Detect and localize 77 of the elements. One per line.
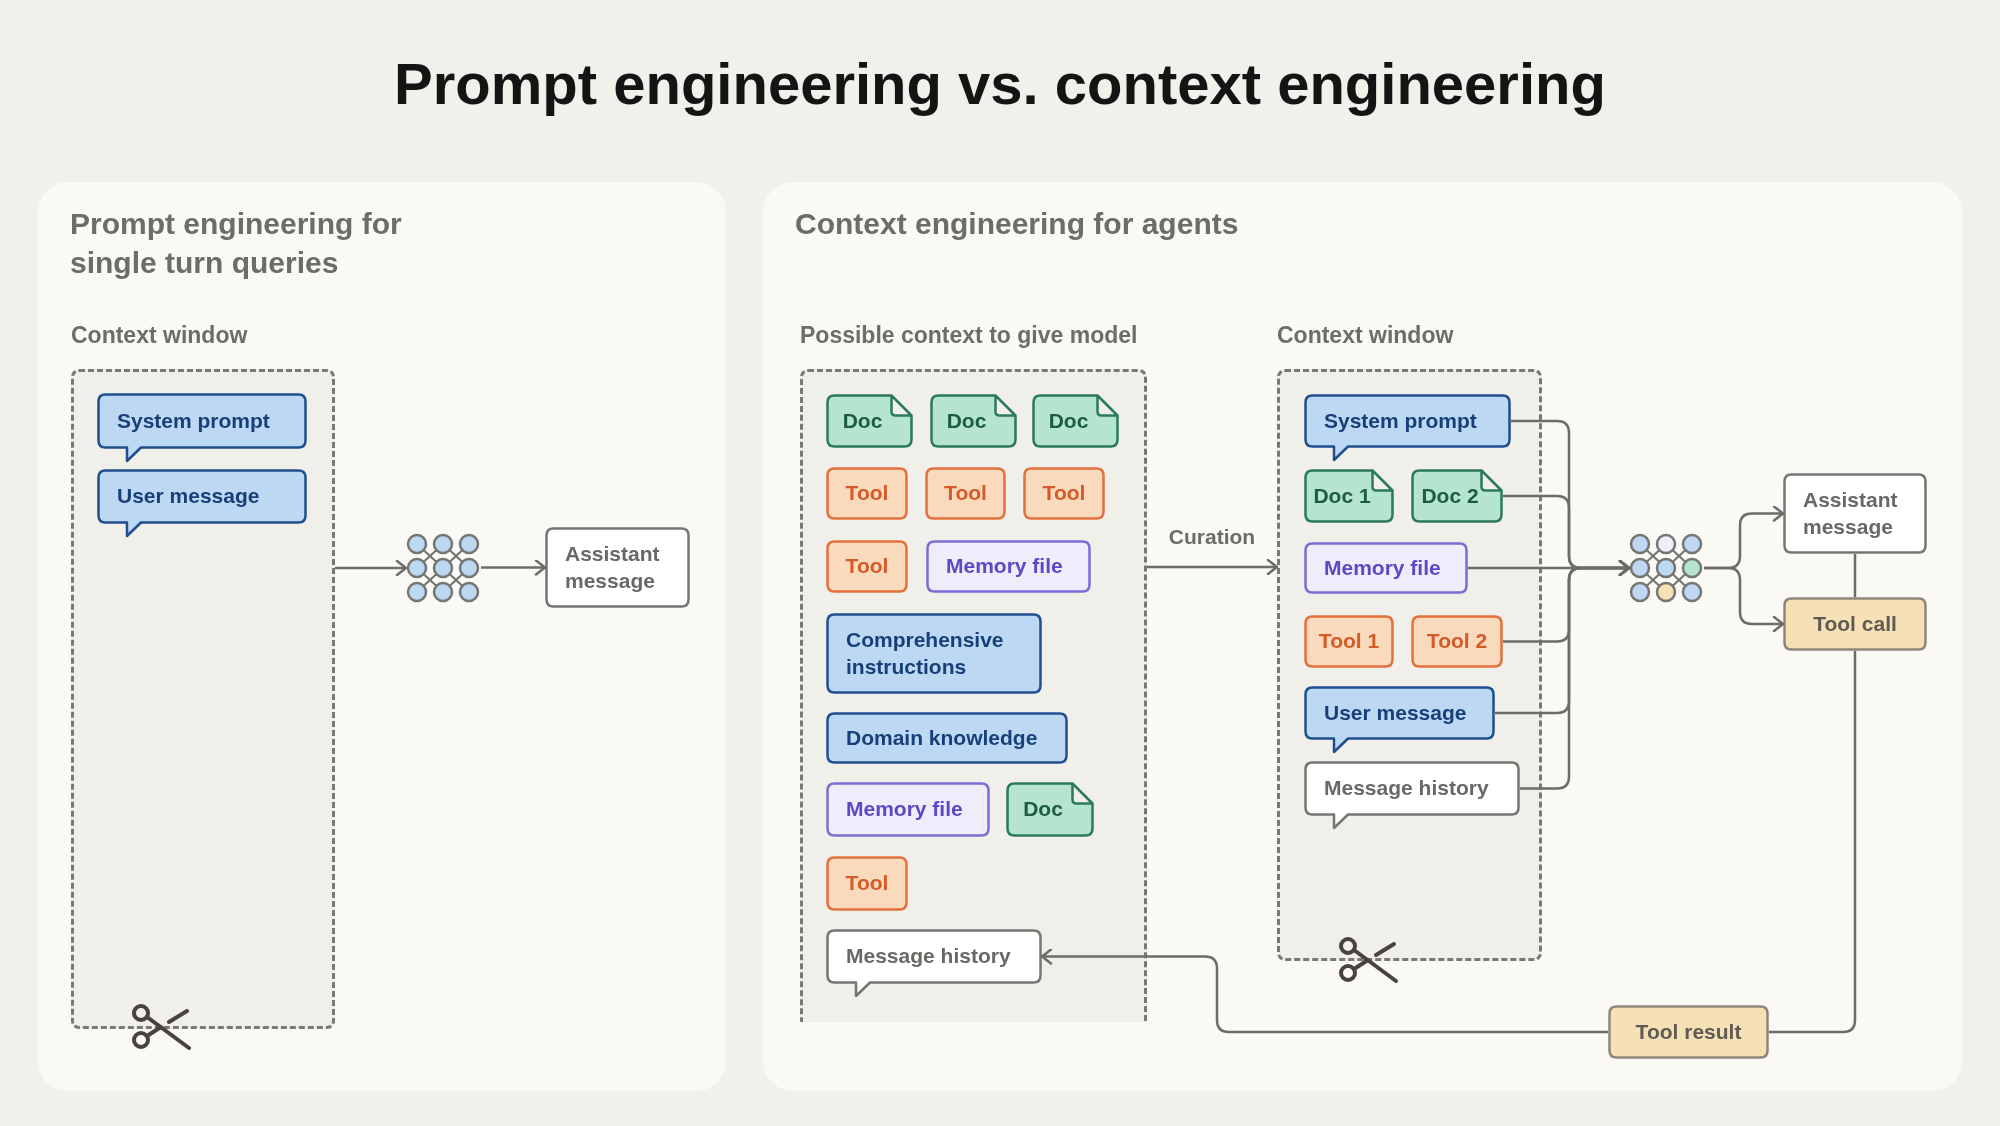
panel-heading: Context engineering for agents [795,206,1240,242]
arrow [1520,559,1631,790]
node-label: Memory file [1324,554,1442,581]
document-card [1411,469,1503,523]
node-label: Doc 2 [1420,482,1480,509]
node-label: Assistant message [1803,487,1899,540]
message-box [545,527,690,608]
tool-chip [925,467,1006,520]
node-label: User message [1324,699,1468,726]
instruction-block [826,613,1042,694]
connector-line [1853,554,1857,597]
tool-chip [826,540,908,593]
document-card [826,394,913,448]
node-label: Doc [1022,796,1064,823]
node-label: Assistant message [565,541,661,594]
node-label: Domain knowledge [846,724,1039,751]
speech-bubble [826,929,1042,998]
document-card [1032,394,1119,448]
panel-background [763,182,1962,1091]
panel-background [38,182,726,1091]
result-box [1608,1005,1769,1059]
node-label: Tool result [1634,1018,1743,1045]
node-label: Comprehensive instructions [846,627,1005,680]
panel-heading: Prompt engineering for single turn queries [70,206,403,281]
connector-line [1769,651,1857,1034]
node-label: Tool 1 [1317,628,1381,655]
node-label: Tool [844,553,890,580]
speech-bubble [1304,686,1495,754]
memory-file-card [1304,542,1468,594]
section-heading: Possible context to give model [800,322,1138,349]
document-card [930,394,1017,448]
arrow [1704,566,1785,633]
node-label: Tool call [1812,610,1898,637]
section-heading: Context window [1277,322,1454,349]
node-label: System prompt [117,407,271,434]
node-label: Tool [1041,480,1087,507]
node-label: User message [117,483,261,510]
tool-chip [1023,467,1105,520]
memory-file-card [926,540,1091,593]
node-label: System prompt [1324,407,1478,434]
neural-network-icon [1629,533,1704,603]
context-window-frame [71,322,335,1029]
document-card [1304,469,1394,523]
result-box [1783,597,1927,651]
node-label: Message history [1324,775,1490,802]
node-label: Message history [846,943,1012,970]
tool-chip [826,856,908,911]
node-label: Tool [844,870,890,897]
neural-network-icon [406,533,481,603]
node-label: Tool [943,480,988,507]
diagram-title: Prompt engineering vs. context engineering [393,50,1607,117]
memory-file-card [826,782,990,837]
speech-bubble [97,469,307,538]
node-label: Memory file [946,553,1064,580]
tool-chip [1411,615,1503,668]
speech-bubble [1304,761,1520,830]
arrow [1147,558,1279,576]
arrow [335,559,408,577]
node-label: Doc [945,407,988,434]
arrow [1040,948,1608,1034]
speech-bubble [97,393,307,463]
section-heading: Context window [71,322,248,349]
context-window-frame [800,322,1147,1022]
context-window-frame [1277,322,1542,961]
instruction-block [826,712,1068,764]
node-label: Tool 2 [1425,628,1489,655]
node-label: Doc [1047,407,1090,434]
node-label: Memory file [846,796,964,823]
tool-chip [1304,615,1394,668]
arrow [481,559,547,576]
node-label: Doc 1 [1312,482,1372,509]
speech-bubble [1304,394,1511,462]
tool-chip [826,467,908,520]
node-label: Tool [844,480,890,507]
document-card [1006,782,1094,837]
message-box [1783,473,1927,554]
node-label: Doc [841,407,884,434]
